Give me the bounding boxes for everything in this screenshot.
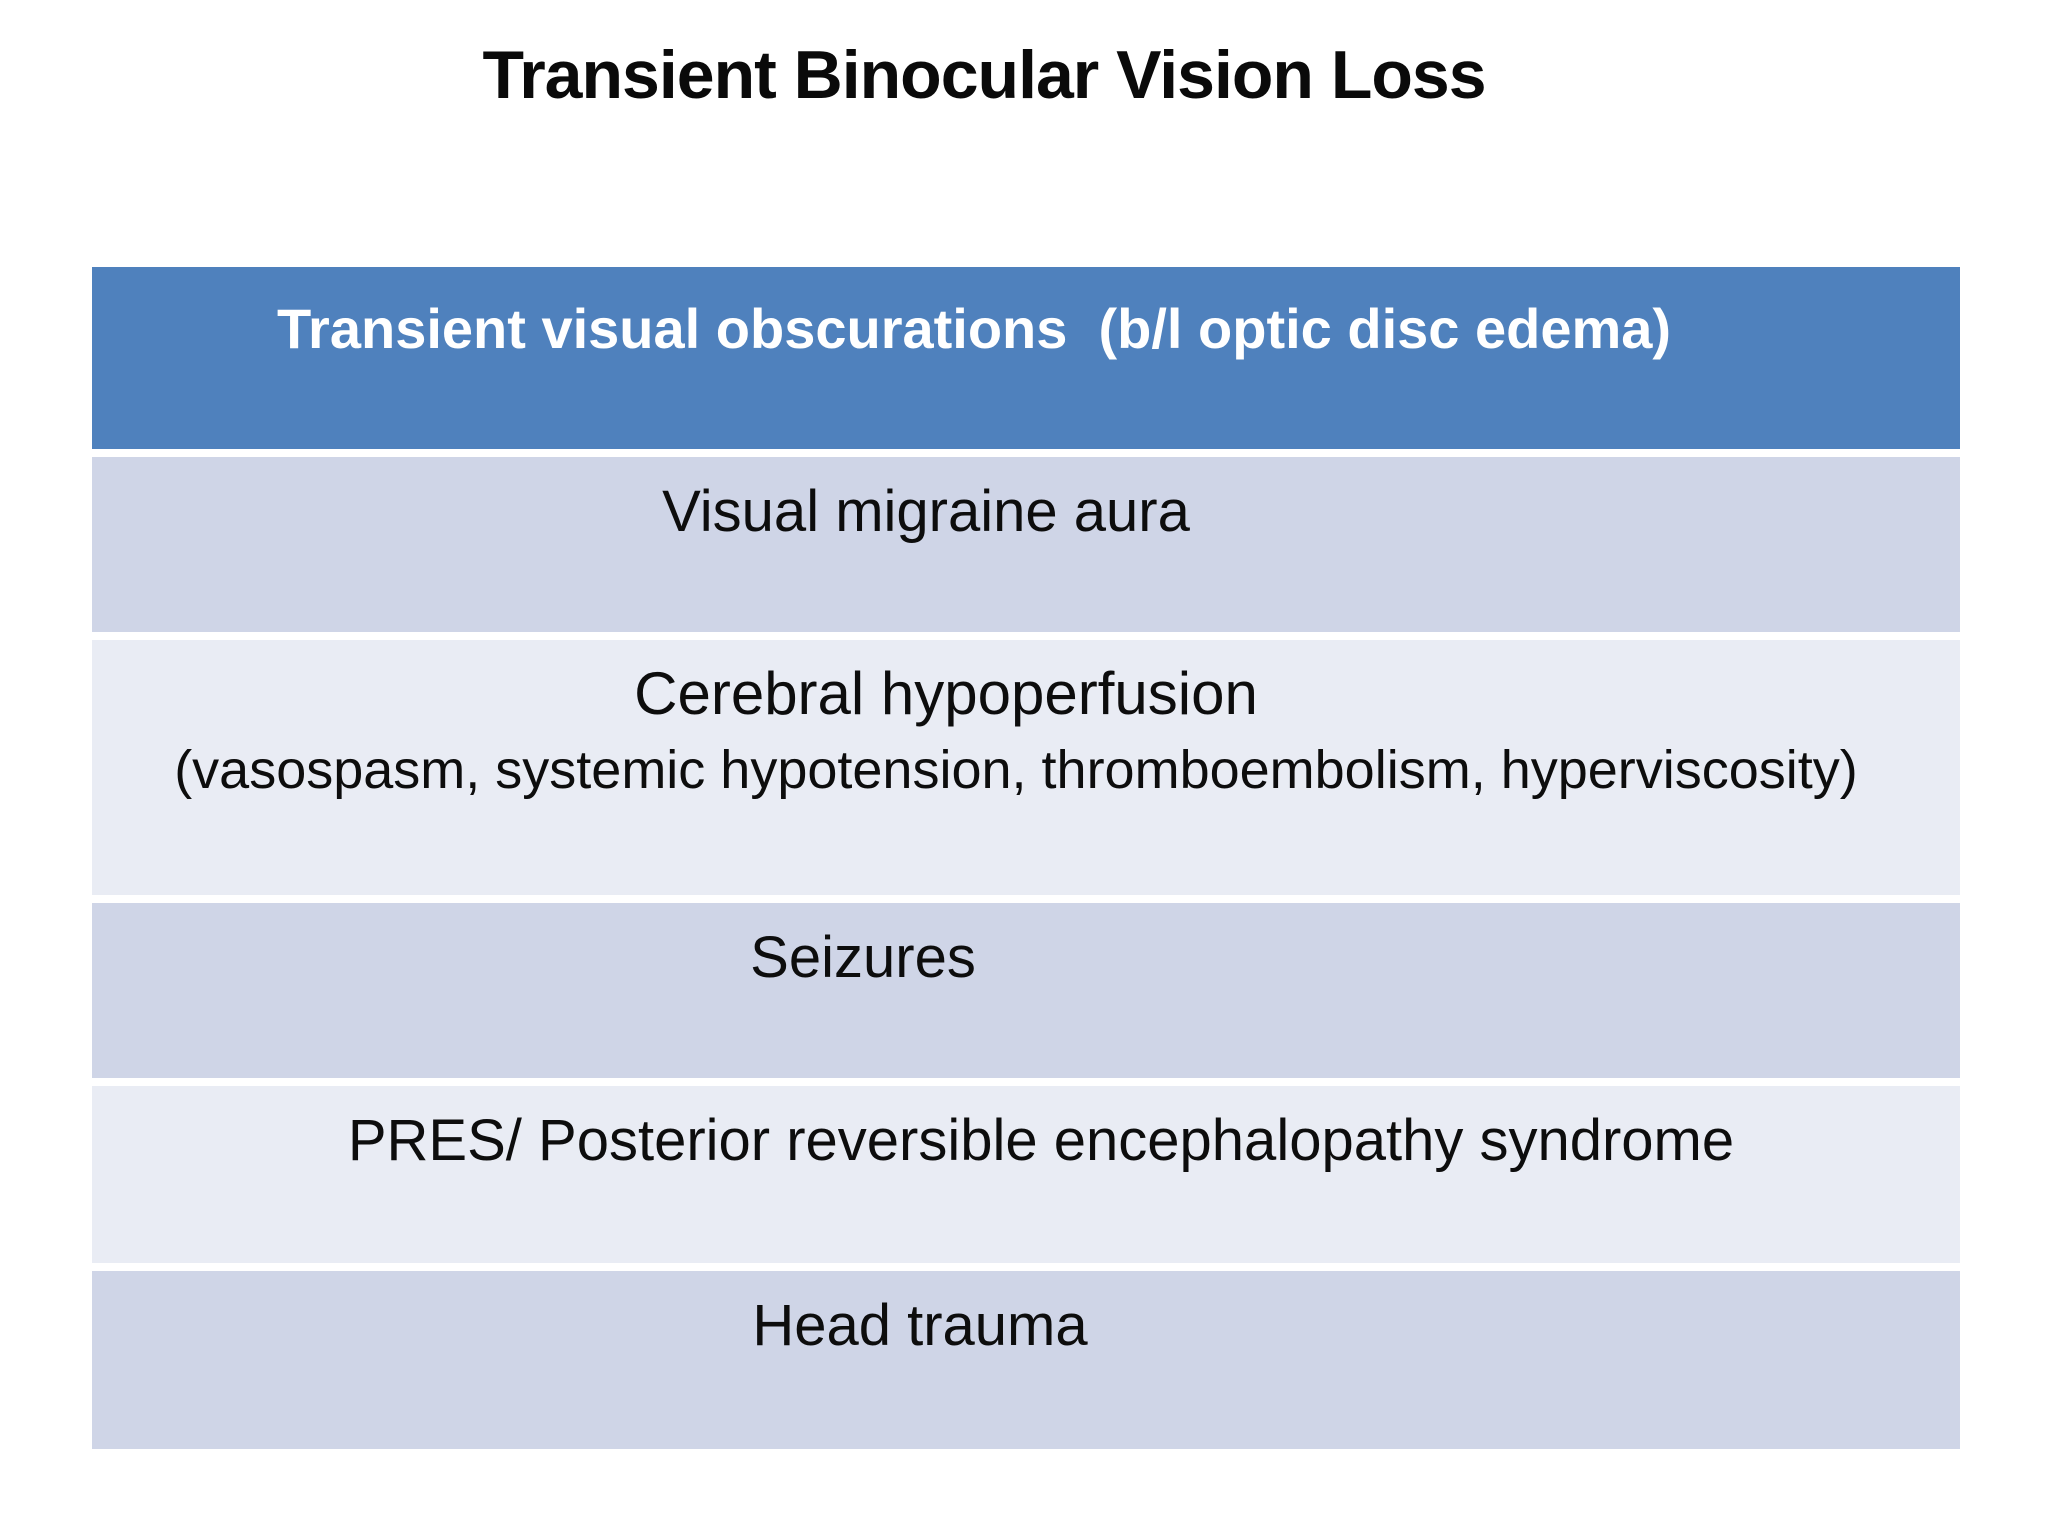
row-label: Seizures [750, 925, 976, 990]
table-row-visual-migraine-aura: Visual migraine aura [92, 457, 1960, 632]
row-label: Cerebral hypoperfusion [634, 660, 1258, 727]
table-row-seizures: Seizures [92, 903, 1960, 1078]
table-header-label: Transient visual obscurations (b/l optic… [276, 297, 1672, 360]
row-label: PRES/ Posterior reversible encephalopath… [347, 1108, 1735, 1173]
binocular-vision-loss-table: Transient visual obscurations (b/l optic… [92, 267, 1960, 1449]
row-label: Head trauma [752, 1293, 1088, 1358]
table-header-row: Transient visual obscurations (b/l optic… [92, 267, 1960, 449]
table-row-pres: PRES/ Posterior reversible encephalopath… [92, 1086, 1960, 1263]
row-label: Visual migraine aura [662, 479, 1190, 544]
row-sublabel: (vasospasm, systemic hypotension, thromb… [174, 740, 1858, 801]
slide-title: Transient Binocular Vision Loss [482, 37, 1486, 113]
table-row-cerebral-hypoperfusion: Cerebral hypoperfusion (vasospasm, syste… [92, 640, 1960, 895]
table-row-head-trauma: Head trauma [92, 1271, 1960, 1449]
